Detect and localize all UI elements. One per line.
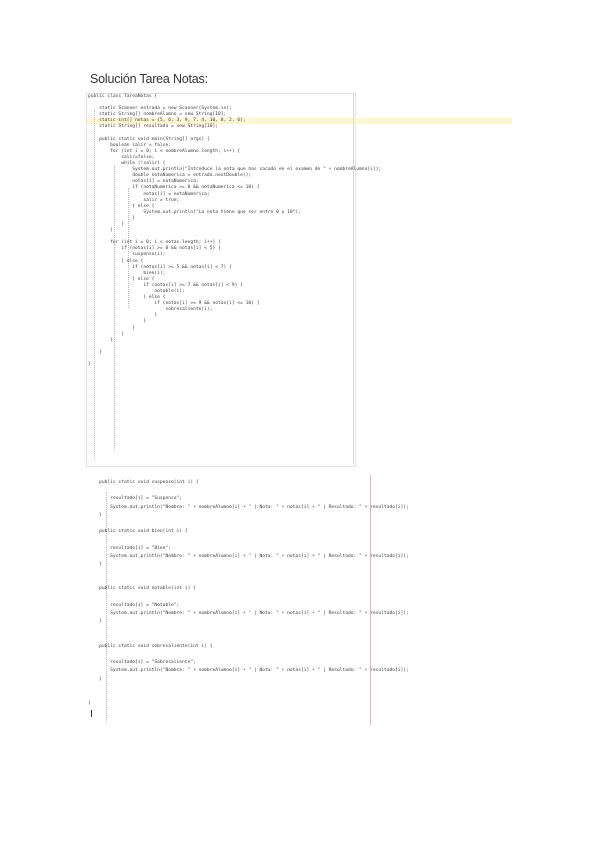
code-line: } [88, 701, 91, 707]
code-line: } [88, 349, 102, 355]
code-line: for (int i = 0; i < nombreAlumno.length;… [88, 148, 241, 154]
code-line: notas[i] = notaNumerica; [88, 191, 210, 197]
code-line: } [88, 313, 158, 319]
code-block-main: public class TareaNotas { static Scanner… [88, 94, 381, 368]
code-line: } [88, 221, 124, 227]
code-line: if (notas[i] >= 9 && notas[i] <= 10) { [88, 301, 260, 307]
code-line: } [88, 561, 102, 567]
code-line: System.out.println("Introduce la nota qu… [88, 167, 382, 173]
code-line: double notaNumerica = entrada.nextDouble… [88, 173, 252, 179]
code-line: resultado[i] = "Suspenso"; [88, 496, 183, 502]
code-line: if (notas[i] >= 0 && notas[i] < 5) { [88, 246, 221, 252]
code-line: static Scanner entrada = new Scanner(Sys… [88, 106, 232, 112]
code-line: public static void suspenso(int i) { [88, 480, 199, 485]
code-line: while (!salir) { [88, 161, 166, 167]
code-line: static String[] resultado = new String[1… [88, 124, 218, 130]
code-line: } [88, 331, 124, 337]
code-line: resultado[i] = "Sobresaliente"; [88, 660, 196, 666]
code-margin-line [353, 93, 354, 465]
code-line: System.out.println("Nombre: " + nombreAl… [88, 611, 409, 616]
code-line: bien(i); [88, 270, 166, 276]
code-line [88, 636, 409, 644]
code-line: System.out.println("Nombre: " + nombreAl… [88, 668, 409, 674]
code-line: } else { [88, 276, 155, 282]
code-line: salir=false; [88, 154, 155, 160]
code-line: } [88, 325, 136, 331]
end-marker [91, 710, 92, 717]
code-line: System.out.println("Nombre: " + nombreAl… [88, 553, 409, 559]
code-line: } [88, 676, 102, 682]
indent-guide [106, 492, 107, 722]
code-line: if (notas[i] >= 7 && notas[i] < 9) { [88, 282, 243, 288]
code-line [88, 652, 409, 660]
code-line: for (int i = 0; i < notas.length; i++) { [88, 240, 221, 246]
code-line: suspenso(i); [88, 252, 166, 258]
code-line [88, 570, 409, 578]
code-line: } [88, 319, 147, 325]
code-line [88, 521, 409, 529]
code-line: } [88, 619, 102, 625]
code-line: } [88, 337, 113, 343]
code-line: public static void bien(int i) { [88, 529, 188, 535]
indent-guide [114, 165, 115, 450]
code-line: notable(i); [88, 289, 185, 294]
code-line: } else { [88, 258, 144, 264]
code-line: System.out.println("Nombre: " + nombreAl… [88, 504, 409, 510]
code-line [88, 537, 409, 545]
code-line [88, 685, 409, 693]
code-line: boolean salir = false; [88, 142, 171, 148]
code-line: sobresaliente(i); [88, 307, 213, 313]
code-line: public static void main(String[] args) { [88, 136, 210, 142]
document-title: Solución Tarea Notas: [90, 72, 208, 86]
code-block-methods: public static void suspenso(int i) { res… [88, 480, 409, 709]
code-frame-top [86, 93, 356, 467]
current-line-highlight [87, 118, 512, 124]
code-line: } else { [88, 295, 166, 301]
code-line: notas[i] = notaNumerica; [88, 179, 199, 185]
code-line: System.out.println("La nota tiene que se… [88, 209, 301, 215]
code-margin-line [370, 475, 371, 725]
code-line: } [88, 362, 91, 368]
code-line: } [88, 228, 113, 234]
code-line: public static void sobresaliente(int i) … [88, 643, 213, 649]
code-line: salir = true; [88, 197, 180, 203]
code-line [88, 693, 409, 701]
code-line: public static void notable(int i) { [88, 586, 196, 592]
code-line: if (notas[i] >= 5 && notas[i] < 7) { [88, 264, 232, 270]
code-line: } [88, 215, 136, 221]
code-line: } [88, 512, 102, 518]
code-line: } else { [88, 203, 155, 209]
code-line: if (notaNumerica >= 0 && notaNumerica <=… [88, 185, 260, 191]
indent-guide [94, 110, 95, 460]
code-line [88, 627, 409, 635]
code-line: resultado[i] = "Notable"; [88, 602, 180, 608]
code-line: static String[] nombreAlumno = new Strin… [88, 112, 227, 118]
code-line: public class TareaNotas { [88, 94, 158, 99]
code-line: static int[] notas = {5, 6, 3, 9, 7, 4, … [88, 118, 246, 124]
indent-guide [128, 188, 129, 308]
code-line: resultado[i] = "Bien"; [88, 545, 171, 551]
code-line [88, 595, 409, 603]
